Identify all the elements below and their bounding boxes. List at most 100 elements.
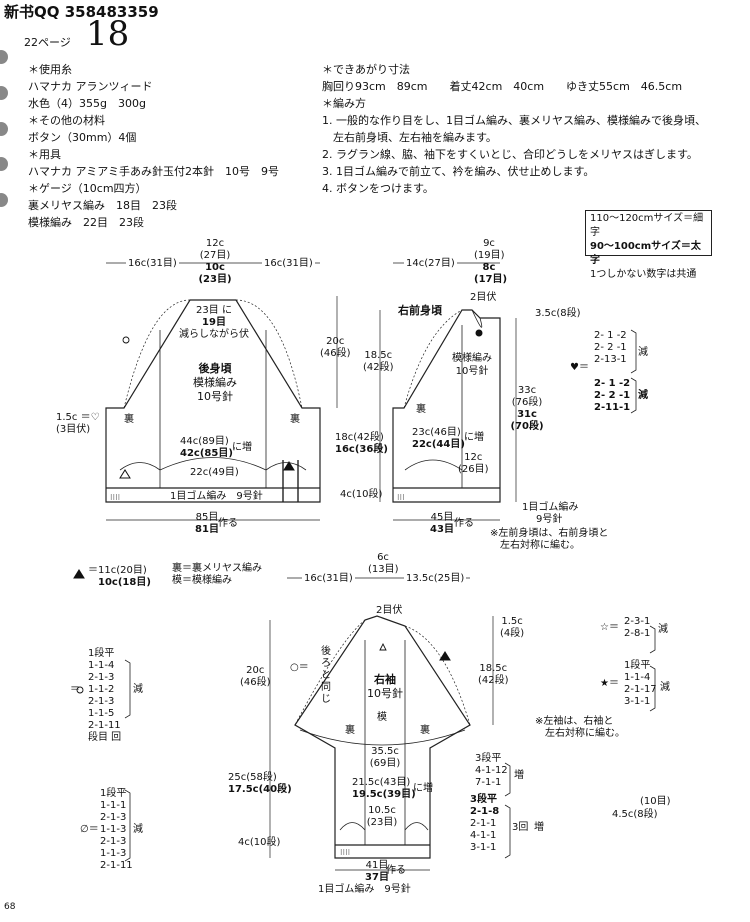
front-title: 右前身頃 [398,304,442,317]
front-increase-note: に増 [464,432,484,443]
materials-line: 水色（4）355g 300g [28,97,146,110]
sleeve-mo: 模 [377,712,387,723]
front-height-185: 18.5c(42段) [363,350,394,373]
legend-line: 110〜120cmサイズ＝細字 [590,213,704,238]
stitch-key: 裏＝裏メリヤス編み模＝模様編み [172,563,262,586]
back-title: 後身頃 [198,362,232,375]
materials-line: ＊用具 [28,148,61,161]
pattern-number: 18 [86,14,130,54]
materials-line: ハマナカ アランツィード [28,80,153,93]
materials-line: ハマナカ アミアミ手あみ針玉付2本針 10号 9号 [28,165,280,178]
sleeve-ura-left: 裏 [345,725,355,736]
front-ura: 裏 [416,404,426,415]
materials-line: ボタン（30mm）4個 [28,131,137,144]
method-step: 3. 1目ゴム編みで前立て、衿を編み、伏せ止めします。 [322,165,595,178]
front-height-18: 18c(42段)16c(36段) [335,432,388,455]
finished-title: ＊できあがり寸法 [322,63,410,76]
binder-ring [0,50,8,64]
materials-line: 裏メリヤス編み 18目 23段 [28,199,177,212]
sleeve-side-left: 16c(31目) [302,573,355,585]
finished-sizes: 胸回り93cm 89cm 着丈42cm 40cm ゆき丈55cm 46.5cm [322,80,683,93]
sleeve-right-10: (10目) [640,796,671,807]
sleeve-height-20: 20c(46段) [240,665,271,688]
back-side-dim-right: 16c(31目) [262,258,315,270]
sleeve-width-increase: 21.5c(43目)19.5c(39目) [352,777,416,800]
legend-line: 1つしかない数字は共通 [590,269,697,280]
back-top-dim: 12c(27目)10c(23目) [198,238,232,285]
instructions-block: ＊できあがり寸法 胸回り93cm 89cm 着丈42cm 40cm ゆき丈55c… [322,61,706,197]
sleeve-note: ※左袖は、右袖と左右対称に編む。 [535,716,625,739]
front-make: 作る [454,518,474,529]
back-make: 作る [218,518,238,529]
back-ura-right: 裏 [290,414,300,425]
back-height-dim: 20c(46段) [320,336,351,359]
front-width-12: 12c(26目) [458,452,489,475]
method-title: ＊編み方 [322,97,366,110]
materials-line: 模様編み 22目 23段 [28,216,144,229]
sleeve-height-4: 4c(10段) [238,837,281,848]
materials-block: ＊使用糸 ハマナカ アランツィード 水色（4）355g 300g ＊その他の材料… [28,61,279,231]
materials-line: ＊その他の材料 [28,114,105,127]
method-step: 1. 一般的な作り目をし、1目ゴム編み、裏メリヤス編み、模様編みで後身頃、 [322,114,706,127]
sleeve-make: 作る [386,865,406,876]
page-header-title: 新书QQ 358483359 [4,3,159,21]
circle-dec-label: 減 [133,684,143,695]
front-height-33: 33c(76段)31c(70段) [510,385,544,432]
materials-line: ＊ゲージ（10cm四方） [28,182,147,195]
heart-dec-label-bold: 減 [638,390,648,401]
sleeve-width-105: 10.5c(23目) [366,805,398,828]
sleeve-rib-label: 1目ゴム編み 9号針 [318,884,411,895]
front-height-35: 3.5c(8段) [535,308,581,319]
legend-line: 90〜100cmサイズ＝太字 [590,241,701,266]
sleeve-height-15: 1.5c(4段) [500,616,525,639]
sleeve-rib-mark: ⁝⁝⁝⁝ [340,848,351,857]
method-step: 2. ラグラン線、脇、袖下をすくいとじ、合印どうしをメリヤスはぎします。 [322,148,698,161]
triangle-dim: ＝11c(20目) 10c(18目) [88,565,151,588]
back-ura-left: 裏 [124,414,134,425]
page-label: 22ページ [24,36,71,49]
back-side-dim-left: 16c(31目) [126,258,179,270]
back-rib-label: 1目ゴム編み 9号針 [170,491,263,502]
binder-ring [0,86,8,100]
empty-dec-label: 減 [133,824,143,835]
front-top-dim: 9c(19目)8c(17目) [474,238,508,285]
front-note: ※左前身頃は、右前身頃と左右対称に編む。 [490,528,609,551]
method-step: 4. ボタンをつけます。 [322,182,434,195]
sleeve-top-dim: 6c(13目) [368,552,399,575]
sleeve-height-25: 25c(58段)17.5c(40段) [228,772,292,795]
sleeve-inc-bold-label: 増 [534,822,544,833]
sleeve-right-45: 4.5c(8段) [612,809,658,820]
size-legend-box: 110〜120cmサイズ＝細字 90〜100cmサイズ＝太字 1つしかない数字は… [585,210,712,280]
heart-icon: ♥＝ [570,362,589,373]
sleeve-title: 右袖 [374,673,396,686]
sleeve-width-355: 35.5c(69目) [369,746,401,769]
front-width-increase: 23c(46目)22c(44目) [412,427,465,450]
white-star-icon: ☆＝ [600,622,619,633]
method-step: 左右前身頃、左右袖を編みます。 [322,131,497,144]
binder-ring [0,157,8,171]
heart-dec-label: 減 [638,347,648,358]
front-side-dim: 14c(27目) [404,258,457,270]
sleeve-circle-mark: ○＝ [290,662,309,673]
back-rib-mark: ⁝⁝⁝⁝ [110,493,121,502]
sleeve-side-right: 13.5c(25目) [404,573,467,585]
front-rib-mark: ⁝⁝⁝ [397,493,405,502]
back-side-off: 1.5c ＝♡(3目伏) [56,412,100,435]
empty-set-icon: ∅＝ [80,824,99,835]
page-number: 68 [4,902,16,912]
sleeve-height-185: 18.5c(42段) [478,663,509,686]
